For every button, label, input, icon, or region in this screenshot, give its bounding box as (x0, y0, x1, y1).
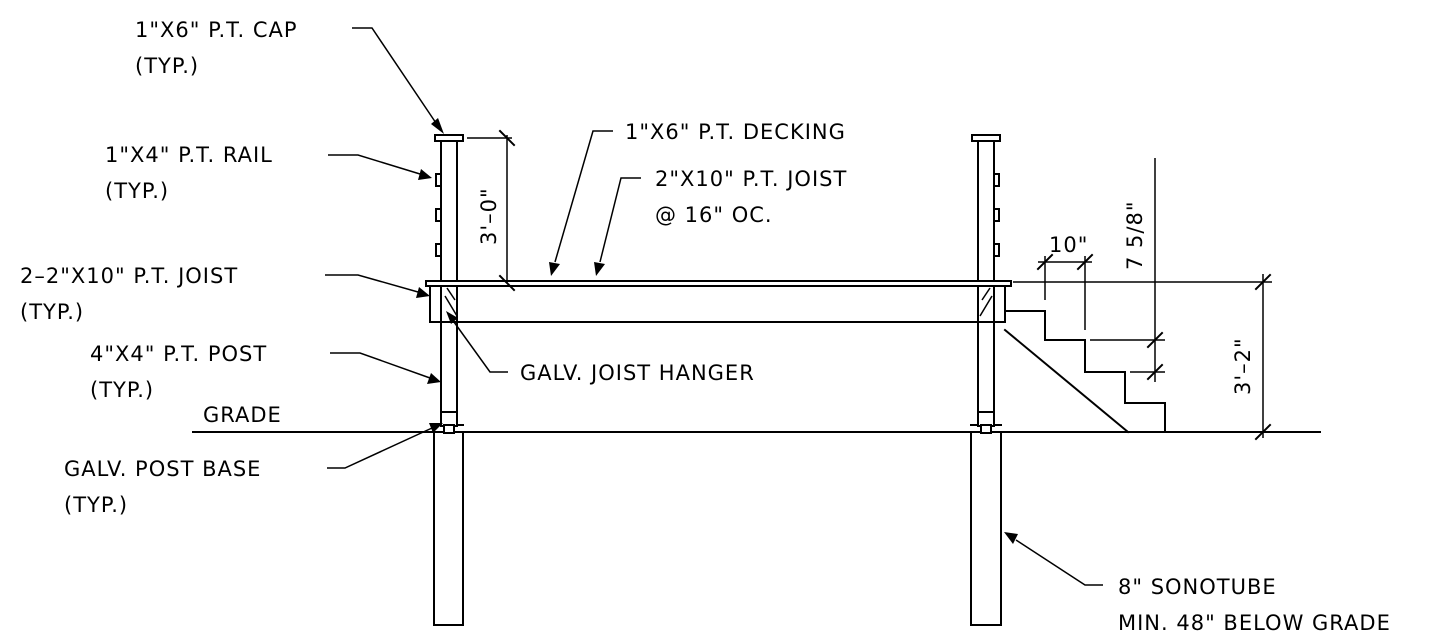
label-grade: GRADE (203, 403, 282, 427)
dim-riser-text: 7 5/8" (1123, 201, 1147, 271)
label-rail-2: (TYP.) (105, 179, 169, 203)
leader-sonotube (1004, 532, 1103, 586)
leader-postbase (327, 423, 443, 469)
label-postbase-1: GALV. POST BASE (64, 457, 261, 481)
label-sonotube-1: 8" SONOTUBE (1118, 575, 1277, 599)
dim-deck-height (1013, 273, 1272, 441)
dim-rail-height (467, 129, 516, 292)
leader-post (330, 352, 441, 384)
stairs (1003, 310, 1166, 434)
leader-cap (352, 27, 444, 134)
cap-left (434, 134, 464, 142)
label-cap-1: 1"X6" P.T. CAP (135, 18, 298, 42)
label-joist2-2: (TYP.) (20, 300, 84, 324)
dim-rail-height-text: 3'–0" (477, 187, 501, 245)
cap-right (971, 134, 1001, 142)
joist (429, 285, 1006, 323)
label-postbase-2: (TYP.) (64, 493, 128, 517)
label-decking: 1"X6" P.T. DECKING (625, 120, 846, 144)
rails-left (435, 173, 442, 257)
label-post-2: (TYP.) (90, 378, 154, 402)
leader-hanger (446, 311, 508, 373)
leader-joist (594, 177, 641, 276)
post-base-left (440, 411, 458, 434)
label-joist-1: 2"X10" P.T. JOIST (655, 167, 847, 191)
post-right (977, 140, 995, 413)
leader-rail (328, 154, 432, 180)
dim-deck-height-text: 3'–2" (1231, 337, 1255, 395)
dim-riser (1090, 158, 1165, 382)
label-rail-1: 1"X4" P.T. RAIL (105, 143, 273, 167)
dim-tread-text: 10" (1049, 233, 1088, 257)
rails-right (993, 173, 1000, 257)
post-left (440, 140, 458, 413)
post-base-right (977, 411, 995, 434)
leader-joist2 (325, 274, 430, 298)
joist-hanger-left (444, 287, 458, 317)
rim-joist-right (977, 285, 1006, 323)
label-hanger: GALV. JOIST HANGER (520, 361, 755, 385)
dim-tread (1036, 253, 1094, 330)
label-joist-2: @ 16" OC. (655, 203, 773, 227)
sonotube-left (433, 424, 464, 626)
leader-decking (549, 130, 613, 276)
label-post-1: 4"X4" P.T. POST (90, 342, 267, 366)
sonotube-right (970, 424, 1002, 626)
joist-hanger-right (979, 287, 993, 317)
label-joist2-1: 2–2"X10" P.T. JOIST (20, 264, 238, 288)
label-cap-2: (TYP.) (135, 54, 199, 78)
label-sonotube-2: MIN. 48" BELOW GRADE (1118, 611, 1391, 635)
